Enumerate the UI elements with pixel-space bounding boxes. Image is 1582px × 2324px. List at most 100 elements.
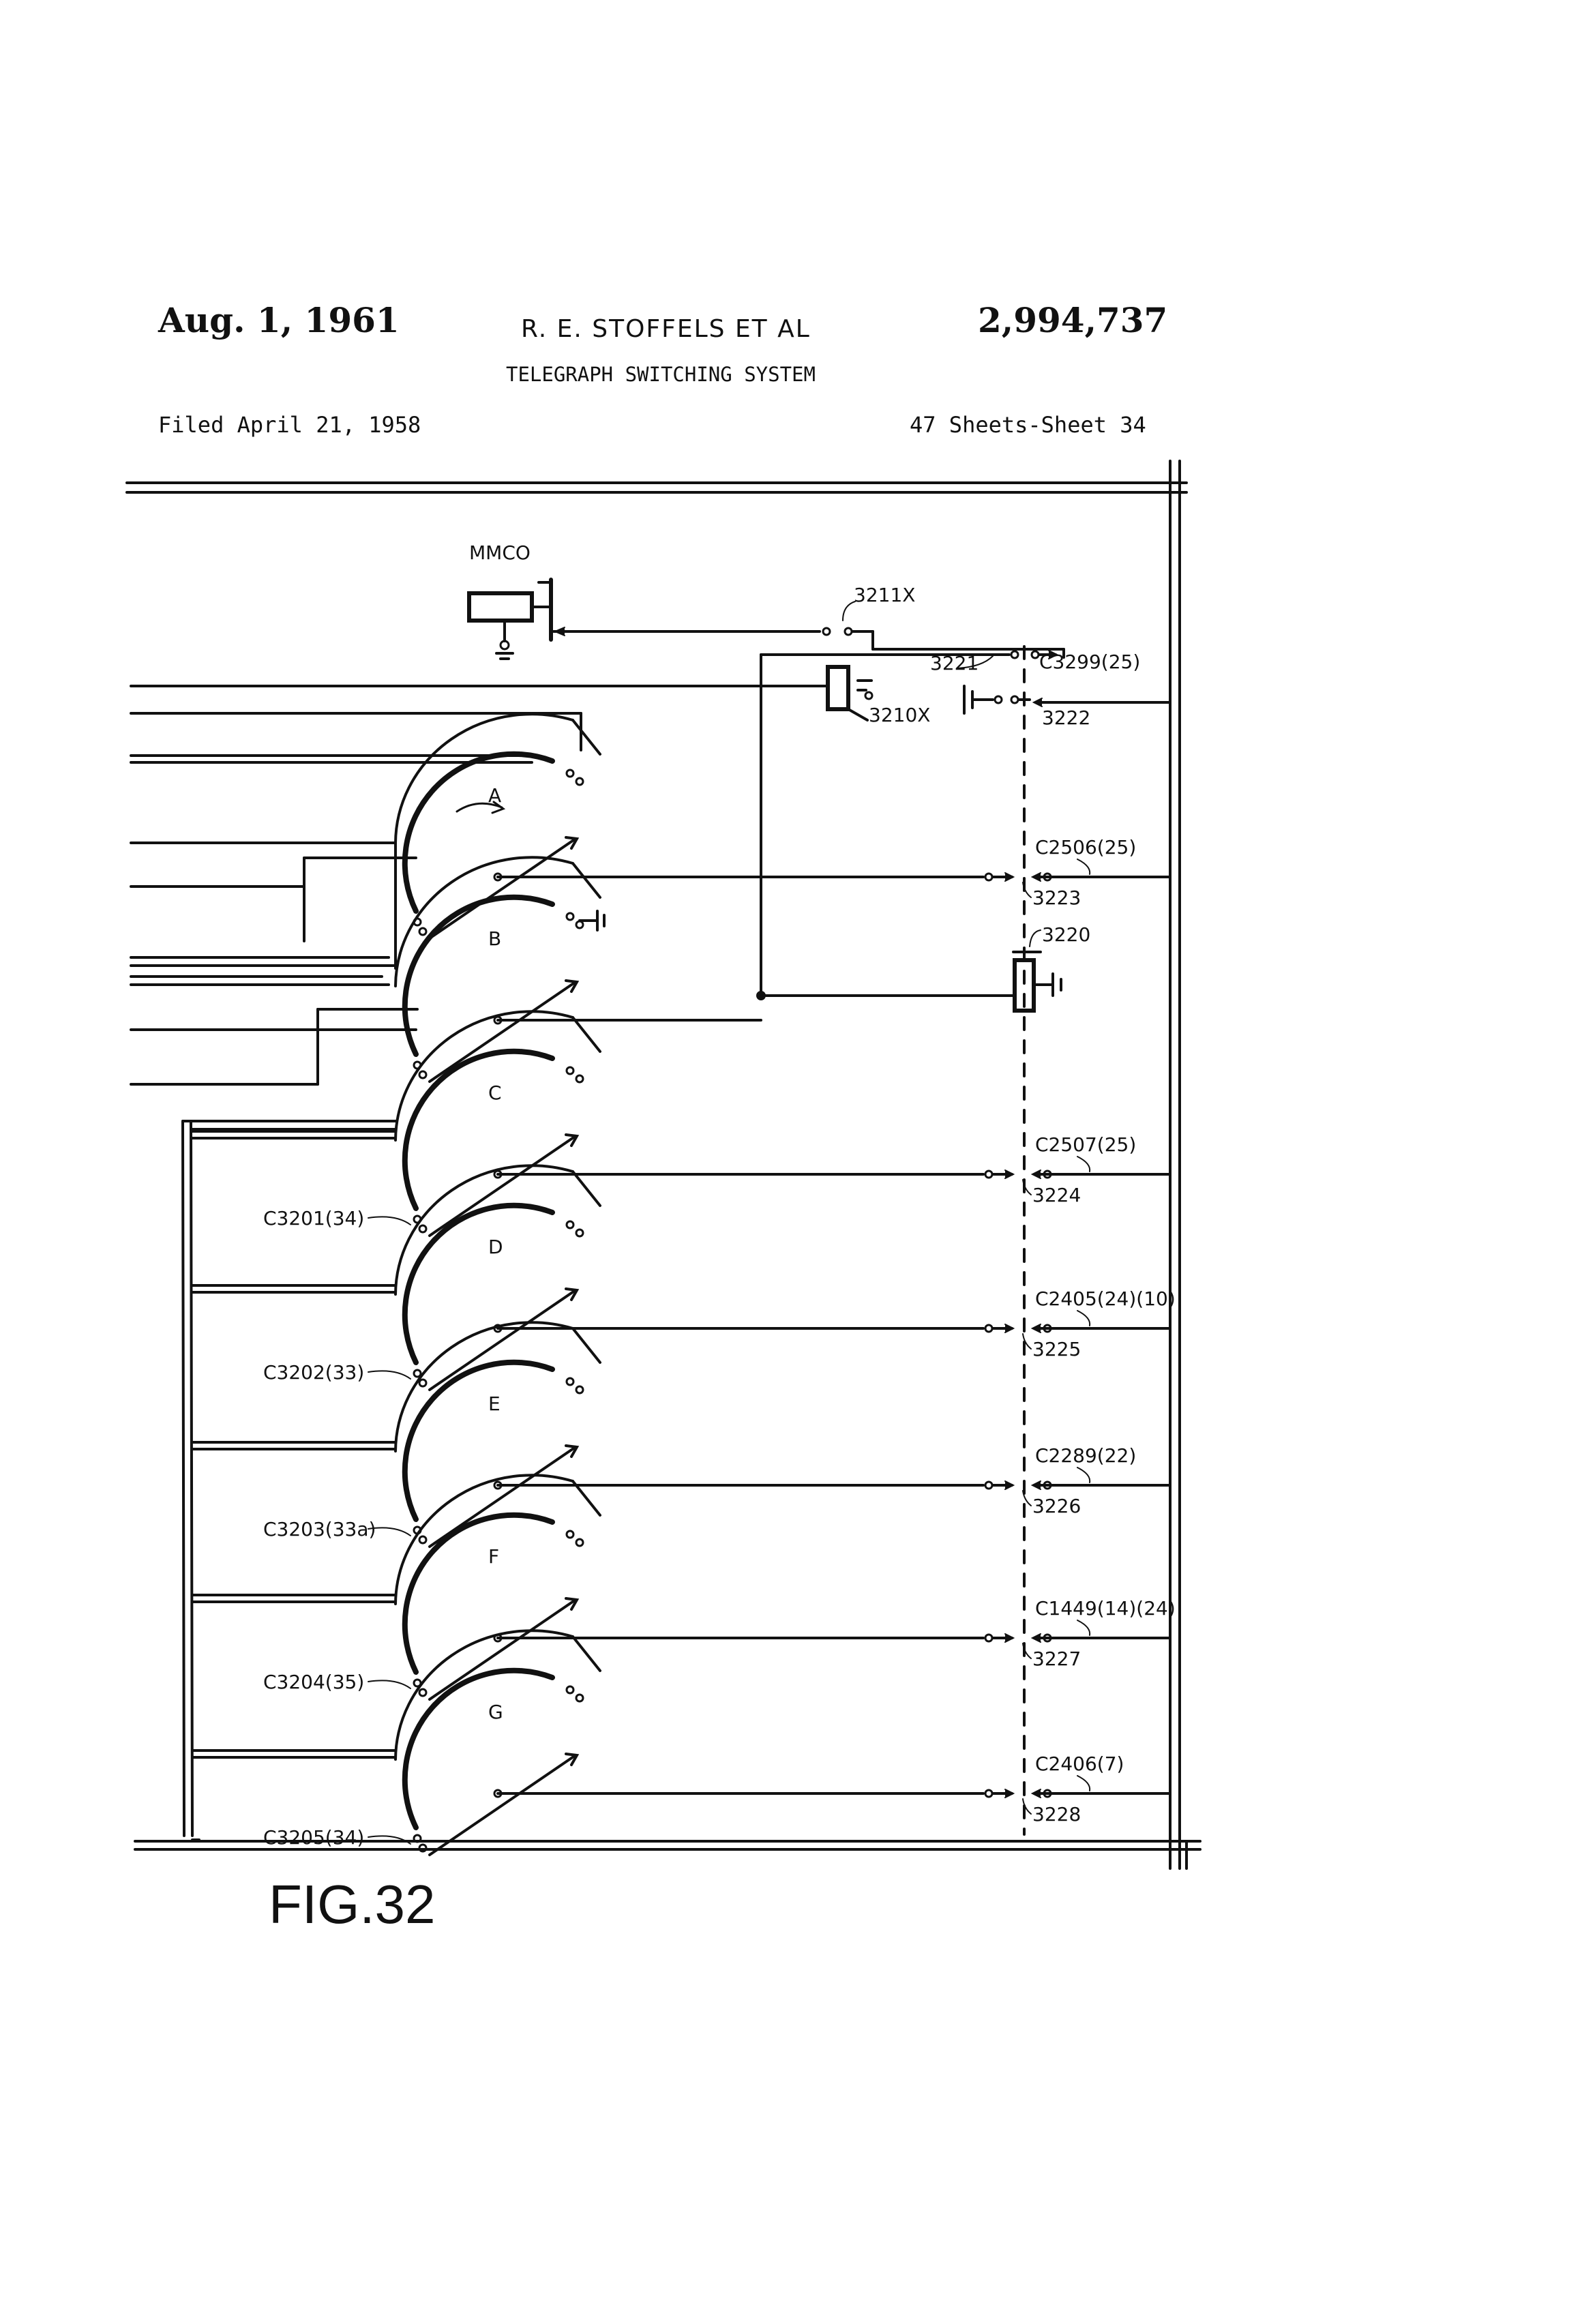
arrow-head: [1004, 1170, 1015, 1179]
contact-label: 3223: [1032, 887, 1081, 909]
leader-line: [1077, 1156, 1091, 1172]
contact-dot: [575, 1074, 584, 1084]
switch-bank-arc: [402, 1359, 555, 1522]
switch-bank-arc: [402, 1667, 555, 1830]
label-3210x: 3210X: [869, 704, 930, 726]
wiper-arrow: [565, 1444, 580, 1458]
arrow-head: [1004, 1633, 1015, 1643]
wiper-arm: [428, 1289, 577, 1391]
switch-ref-label: C3201(34): [263, 1207, 364, 1230]
leader-line: [1022, 1798, 1032, 1815]
relay-label: MMCO: [469, 541, 531, 564]
switch-letter: E: [488, 1392, 501, 1415]
contact-label: 3227: [1032, 1648, 1081, 1670]
leader-line: [1022, 1643, 1032, 1659]
wiper-arm: [428, 1598, 577, 1701]
wiper-arrow: [565, 1287, 580, 1301]
arrow-head: [1030, 1324, 1041, 1333]
contact-dot: [418, 927, 428, 936]
switch-arc-end: [571, 1016, 601, 1053]
switch-ref-label: C3202(33): [263, 1361, 364, 1384]
contact-label: 3228: [1032, 1803, 1081, 1826]
switch-bank-arc: [402, 894, 555, 1057]
switch-letter: D: [488, 1236, 503, 1258]
arrow-head: [1030, 1170, 1041, 1179]
arrow-head: [1030, 872, 1041, 882]
switch-bank-arc: [402, 1512, 555, 1675]
mmco-relay: [130, 578, 1171, 1836]
switch-arc-end: [571, 1635, 601, 1672]
switch-arc-end: [571, 719, 601, 756]
inventor-name: R. E. STOFFELS ET AL: [521, 315, 811, 343]
cable-label: C1449(14)(24): [1035, 1597, 1176, 1620]
leader-line: [368, 1835, 411, 1845]
sheet-count: 47 Sheets-Sheet 34: [910, 412, 1146, 438]
switch-arc-end: [571, 862, 601, 899]
wiper-arm: [428, 837, 577, 940]
frame: [125, 460, 1202, 1870]
contact-dot: [565, 1377, 575, 1386]
rotation-arrow-head: [491, 801, 506, 814]
patent-number: 2,994,737: [978, 300, 1168, 340]
contact-dot: [565, 769, 575, 778]
contact-dot: [418, 1224, 428, 1234]
arrow-head: [1004, 872, 1015, 882]
arrow-head: [1004, 1324, 1015, 1333]
contact-dot: [575, 1693, 584, 1703]
contact-label: 3224: [1032, 1184, 1081, 1206]
cable-label: C2405(24)(10): [1035, 1287, 1176, 1310]
leader-line: [1077, 859, 1091, 875]
switch-b: B: [394, 856, 762, 1083]
leader-line: [1077, 1775, 1091, 1791]
switch-arc-end: [571, 1327, 601, 1364]
switch-outer-arc: [394, 1629, 574, 1761]
contact-dot: [418, 1688, 428, 1697]
wiper-arm: [428, 1135, 577, 1237]
contact-dot: [418, 1378, 428, 1388]
contact-dot: [575, 777, 584, 786]
contact-label: 3225: [1032, 1338, 1081, 1360]
wiper-arm: [428, 981, 577, 1083]
cable-label: C2506(25): [1035, 836, 1136, 859]
leader-line: [1022, 1333, 1032, 1350]
contact-dot: [1043, 872, 1052, 882]
wiper-arrow: [565, 1597, 580, 1611]
contact-dot: [984, 1170, 994, 1179]
contact-dot: [984, 1789, 994, 1798]
arrow-head: [1030, 1480, 1041, 1490]
switch-bank-arc: [402, 751, 555, 914]
arrow-head: [1030, 1633, 1041, 1643]
patent-title: TELEGRAPH SWITCHING SYSTEM: [506, 363, 816, 386]
contact-dot: [984, 872, 994, 882]
leader-line: [368, 1370, 411, 1380]
contact-dot: [565, 1685, 575, 1695]
switch-ref-label: C3203(33a): [263, 1518, 376, 1540]
switch-bank-arc: [402, 1202, 555, 1365]
label-3220: 3220: [1042, 923, 1090, 946]
arrow-head: [1004, 1789, 1015, 1798]
rotation-arrow-icon: [456, 802, 503, 813]
contact-dot: [565, 1066, 575, 1075]
wiper-arrow: [565, 1133, 580, 1147]
contact-dot: [418, 1070, 428, 1079]
label-3221: 3221: [930, 652, 979, 674]
arrow-head: [1030, 1789, 1041, 1798]
leader-line: [1077, 1620, 1091, 1636]
cable-label: C2507(25): [1035, 1133, 1136, 1156]
contact-dot: [565, 1220, 575, 1230]
leader-line: [1077, 1467, 1091, 1483]
contact-dot: [575, 1228, 584, 1238]
switch-letter: C: [488, 1082, 502, 1104]
cable-label: C2289(22): [1035, 1444, 1136, 1467]
contact-dot: [575, 1385, 584, 1395]
figure-label: FIG.32: [269, 1874, 436, 1935]
switch-outer-arc: [394, 1010, 574, 1142]
